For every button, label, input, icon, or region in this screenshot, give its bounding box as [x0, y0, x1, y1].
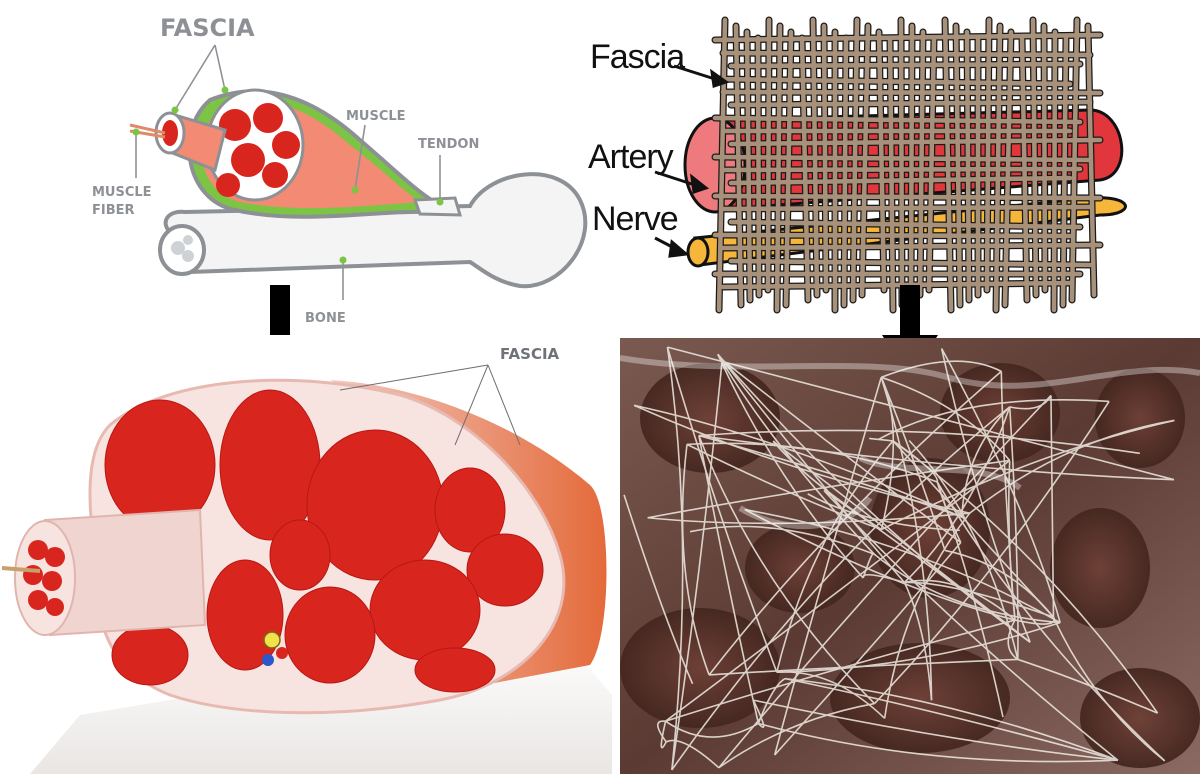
artery-label-container: Artery: [588, 138, 674, 177]
bone-label: BONE: [305, 311, 346, 326]
tendon-label: TENDON: [418, 137, 479, 152]
fascia-title: FASCIA: [160, 14, 255, 42]
tendon-shape: [412, 196, 463, 217]
muscle-fiber-label-line2: FIBER: [92, 203, 135, 218]
fascia-label-3d: FASCIA: [500, 345, 560, 363]
muscle-cross-section-illustration: FASCIA: [0, 335, 612, 774]
muscle-belly: [187, 88, 445, 219]
fascia-fibers: [711, 16, 1104, 314]
muscle-anatomy-diagram: FASCIA MUSCLE TENDON MUSCLE FIBER BONE: [0, 0, 620, 335]
bone-shape: [158, 172, 588, 289]
nerve-label: Nerve: [592, 200, 679, 238]
fascia-micrograph: [620, 338, 1200, 774]
nerve-label-container: Nerve: [592, 200, 679, 239]
fascia-label-container: Fascia: [590, 38, 685, 77]
pulled-fascicle: [1, 508, 207, 637]
fascia-weave-diagram: [620, 0, 1200, 335]
muscle-fiber-label-line1: MUSCLE: [92, 185, 152, 200]
fascia-label-woven: Fascia: [590, 38, 685, 76]
artery-label: Artery: [588, 138, 674, 176]
label-pointer-arrows: [654, 64, 730, 258]
muscle-label: MUSCLE: [346, 109, 406, 124]
